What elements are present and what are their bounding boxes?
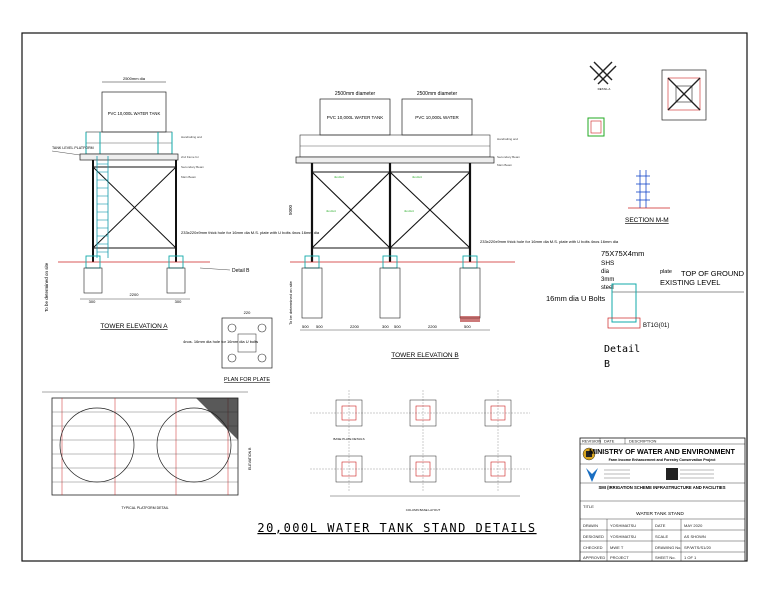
detail-a-cluster: DETAIL A SECTION M-M (587, 61, 707, 224)
svg-text:4Lx4x4: 4Lx4x4 (334, 175, 344, 179)
base-sub: BASE PLATE DETAILS (333, 437, 364, 441)
detail-b-title-2: B (604, 359, 610, 370)
plate-note: 4nos. 16mm dia hole for 16mm dia U bolts (183, 339, 258, 344)
dim-b-2: 2200 (350, 324, 360, 329)
tb-row0-k1: DRAWN (583, 523, 598, 528)
tb-row2-v2: SP/WTS/S1/20 (684, 545, 712, 550)
detail-b-angle: 75X75X4mm (601, 249, 644, 258)
detail-b-thk: 3mm (601, 277, 614, 283)
dim-b-3: 300 (382, 324, 389, 329)
agency-logo-icon (666, 468, 678, 480)
caption-tower-b: TOWER ELEVATION B (391, 352, 459, 359)
detail-ref: Detail B (232, 268, 250, 274)
svg-text:2nd frame for: 2nd frame for (181, 155, 199, 159)
drawing-title: 20,000L WATER TANK STAND DETAILS (257, 521, 536, 535)
detail-b-shs: SHS (601, 260, 615, 267)
detail-b-title-1: Detail (604, 344, 640, 355)
anchor-note-b: 233x220x9mm thick hole for 16mm dia M.S.… (480, 239, 619, 244)
tank-b2-label: PVC 10,000L WATER (415, 115, 459, 120)
dim-b-4: 500 (394, 324, 401, 329)
dim-b-1: 500 (316, 324, 323, 329)
side-text-b: To be determined on site (288, 280, 293, 325)
platform-detail: ELEVATION B TYPICAL PLATFORM DETAIL (42, 391, 252, 510)
column-base-layout: BASE PLATE DETAILS COLUMN BASE LAYOUT (310, 390, 530, 512)
tower-elevation-b: 2500mm diameter 2500mm diameter PVC 10,0… (288, 91, 619, 359)
detail-b-plate: plate (660, 269, 672, 275)
section-label: SECTION M-M (625, 217, 669, 224)
tank-b1-label: PVC 10,000L WATER TANK (327, 115, 383, 120)
plate-dim: 220 (244, 310, 251, 315)
tower-elevation-a: PVC 10,000L WATER TANK 2500mm dia TANK L… (44, 76, 320, 330)
tb-title-label: TITLE (583, 504, 594, 509)
tb-row3-v1: PROJECT (610, 555, 629, 560)
dim-top-1: 2500mm diameter (335, 91, 376, 97)
project-logo-icon (586, 468, 598, 482)
tb-row2-k2: DRAWING No. (655, 545, 682, 550)
tb-date: DATE (604, 439, 615, 444)
caption-plate: PLAN FOR PLATE (224, 377, 270, 383)
tb-row1-v1: YOSHIMATSU (610, 534, 636, 539)
detail-b: 75X75X4mm SHS dia 3mm steel plate TOP OF… (546, 249, 745, 370)
side-text-a: To be determined on site (44, 262, 49, 312)
svg-text:Handrailing and: Handrailing and (497, 137, 518, 141)
svg-text:Handrailing and: Handrailing and (181, 135, 202, 139)
dim-5000: 5000 (288, 204, 293, 215)
svg-text:Main Beam: Main Beam (497, 163, 513, 167)
detail-b-beam: BT1G(01) (643, 323, 669, 329)
dim-top-2: 2500mm diameter (417, 91, 458, 97)
svg-text:4Lx4x4: 4Lx4x4 (326, 209, 336, 213)
svg-text:Main Beam: Main Beam (181, 175, 197, 179)
tb-row0-v2: MAY 2020 (684, 523, 703, 528)
tb-row0-k2: DATE (655, 523, 666, 528)
tb-row3-k2: SHEET No. (655, 555, 676, 560)
svg-text:4Lx4x4: 4Lx4x4 (412, 175, 422, 179)
svg-text:4Lx4x4: 4Lx4x4 (404, 209, 414, 213)
dim-b-5: 2200 (428, 324, 438, 329)
dim-diameter: 2500mm dia (123, 76, 146, 81)
tank-label: PVC 10,000L WATER TANK (108, 111, 161, 116)
dim-b-0: 500 (302, 324, 309, 329)
detail-b-dia: dia (601, 269, 610, 275)
tb-project: Farm Income Enhancement and Forestry Con… (609, 458, 717, 462)
tb-row3-v2: 1 OF 1 (684, 555, 697, 560)
caption-tower-a: TOWER ELEVATION A (100, 323, 168, 330)
detail-a-label: DETAIL A (598, 87, 611, 91)
dim-b-6: 500 (464, 324, 471, 329)
dim-300-right: 300 (175, 299, 182, 304)
caption-platform: TYPICAL PLATFORM DETAIL (121, 506, 168, 510)
dim-300-left: 300 (89, 299, 96, 304)
detail-b-existing: EXISTING LEVEL (660, 278, 720, 287)
tb-row2-k1: CHECKED (583, 545, 603, 550)
tb-row3-k1: APPROVED (583, 555, 605, 560)
caption-base: COLUMN BASE LAYOUT (406, 508, 441, 512)
anchor-note-a: 233x220x9mm thick hole for 16mm dia M.S.… (181, 230, 320, 235)
tb-row1-v2: AS SHOWN (684, 534, 706, 539)
svg-text:Secondary Beam: Secondary Beam (497, 155, 521, 159)
tb-title-value: WATER TANK STAND (636, 511, 684, 517)
sheet-border (21, 32, 748, 562)
tb-row1-k1: DESIGNED (583, 534, 604, 539)
tank-level-label: TANK LEVEL PLATFORM (52, 146, 94, 150)
tb-ministry: MINISTRY OF WATER AND ENVIRONMENT (589, 447, 735, 456)
detail-b-ubolts: 16mm dia U Bolts (546, 294, 605, 303)
tb-row2-v1: MWE T (610, 545, 624, 550)
dim-2200: 2200 (130, 292, 140, 297)
tb-row1-k2: SCALE (655, 534, 668, 539)
plan-for-plate: 220 4nos. 16mm dia hole for 16mm dia U b… (183, 310, 273, 383)
tb-description: DESCRIPTION (629, 439, 656, 444)
tb-scheme: SMI (IRRIGATION SCHEME INFRASTRUCTURE AN… (598, 485, 725, 490)
svg-text:Secondary Beam: Secondary Beam (181, 165, 205, 169)
platform-elev: ELEVATION B (248, 447, 252, 470)
detail-b-steel: steel (601, 285, 614, 291)
detail-b-ground: TOP OF GROUND (681, 269, 745, 278)
tb-revision: REVISION (582, 439, 601, 444)
tb-row0-v1: YOSHIMATSU (610, 523, 636, 528)
title-block: REVISION DATE DESCRIPTION MINISTRY OF WA… (579, 437, 746, 562)
